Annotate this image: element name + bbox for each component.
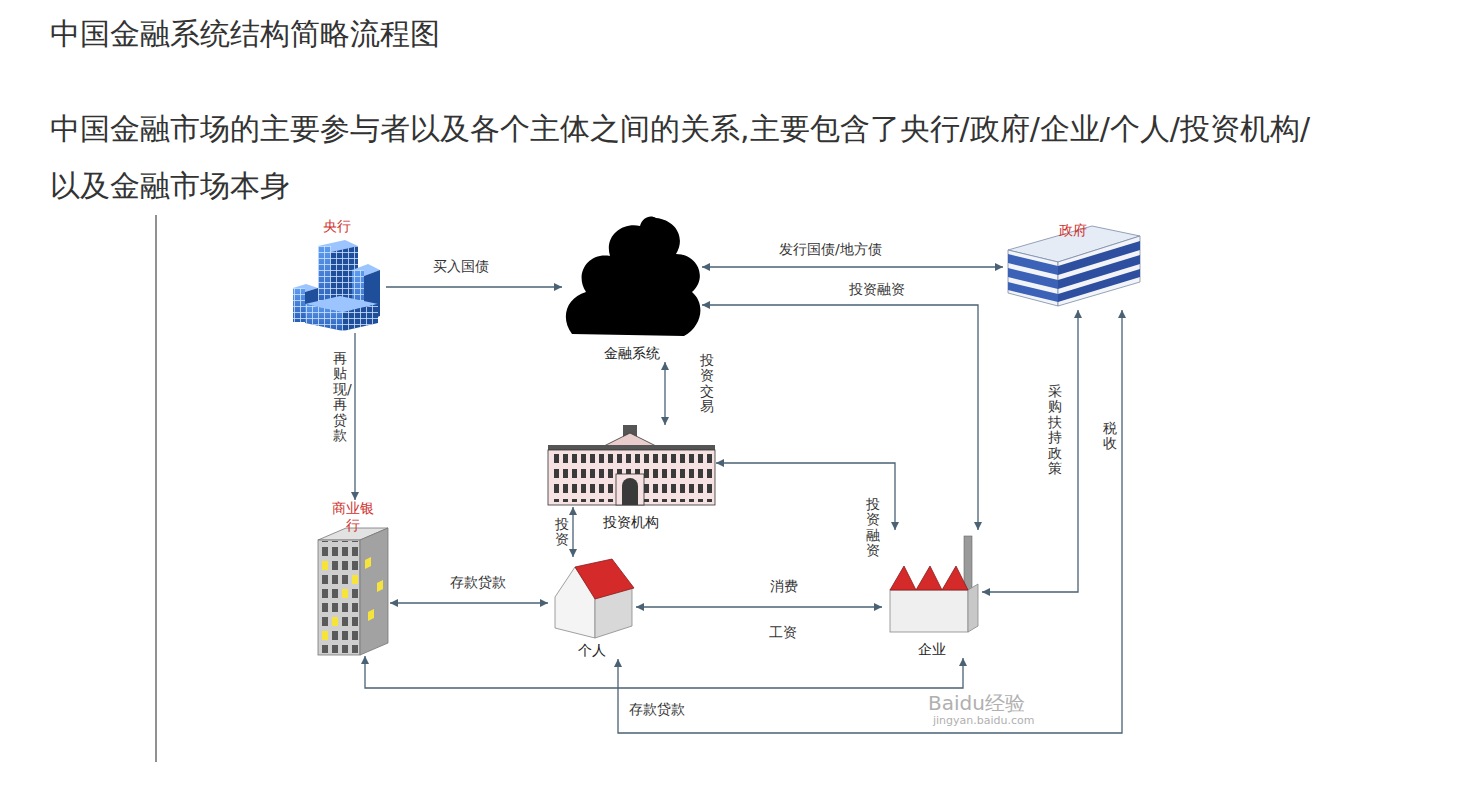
edge-label: 存款贷款 <box>628 701 686 719</box>
edge-label: 买入国债 <box>432 258 490 276</box>
actor-node: 央行 <box>288 218 386 333</box>
edge-label: 采购扶持政策 <box>1048 383 1062 477</box>
actor-node: 企业 <box>882 530 982 658</box>
central-bank-icon <box>293 240 380 331</box>
flow-arrow <box>572 507 573 557</box>
edge-label: 消费 <box>769 578 799 596</box>
page-title: 中国金融系统结构简略流程图 <box>50 14 440 53</box>
flow-arrow <box>702 266 1003 267</box>
node-label: 个人 <box>578 642 606 659</box>
node-label: 政府 <box>1059 222 1087 239</box>
flow-arrow <box>386 286 562 287</box>
node-label: 投资机构 <box>603 514 659 531</box>
edge-label: 投资融资 <box>866 496 880 560</box>
investment-institution-icon <box>548 425 715 505</box>
flow-arrow <box>664 362 665 425</box>
flow-label: 工资 <box>769 624 797 642</box>
node-label: 央行 <box>323 218 351 235</box>
government-icon <box>1008 226 1140 306</box>
watermark: Baidu经验 <box>928 691 1025 716</box>
node-label: 商业银行 <box>331 500 375 534</box>
actor-node: 商业银行 <box>316 500 390 656</box>
flow-arrow <box>354 333 355 500</box>
edge-label: 投资融资 <box>848 281 906 299</box>
flow-arrow <box>716 463 895 530</box>
watermark-url: jingyan.baidu.com <box>933 714 1035 728</box>
node-label: 金融系统 <box>604 345 660 362</box>
edge-label: 再贴现/再贷款 <box>333 350 347 444</box>
frame-line <box>156 215 157 762</box>
intro-paragraph: 中国金融市场的主要参与者以及各个主体之间的关系,主要包含了央行/政府/企业/个人… <box>50 100 1328 214</box>
actor-node: 个人 <box>548 557 636 659</box>
flow-arrow <box>636 606 882 607</box>
edge-label: 投资 <box>555 516 569 549</box>
finance-blob-icon <box>566 216 701 336</box>
commercial-bank-icon <box>318 528 388 655</box>
individual-house-icon <box>555 559 634 638</box>
flow-arrow <box>702 305 978 530</box>
edge-label: 投资交易 <box>700 352 714 416</box>
edge-label: 存款贷款 <box>449 574 507 592</box>
flow-arrow <box>365 656 963 688</box>
actor-node: 政府 <box>1003 222 1143 310</box>
node-label: 企业 <box>918 641 946 658</box>
edge-label: 税收 <box>1103 420 1117 453</box>
flow-arrow <box>618 310 1122 733</box>
edge-label: 发行国债/地方债 <box>778 241 883 259</box>
enterprise-factory-icon <box>890 536 978 632</box>
actor-node: 金融系统 <box>562 215 702 362</box>
actor-node: 投资机构 <box>546 425 716 507</box>
flow-arrow <box>982 310 1078 592</box>
flow-arrow <box>390 602 548 603</box>
